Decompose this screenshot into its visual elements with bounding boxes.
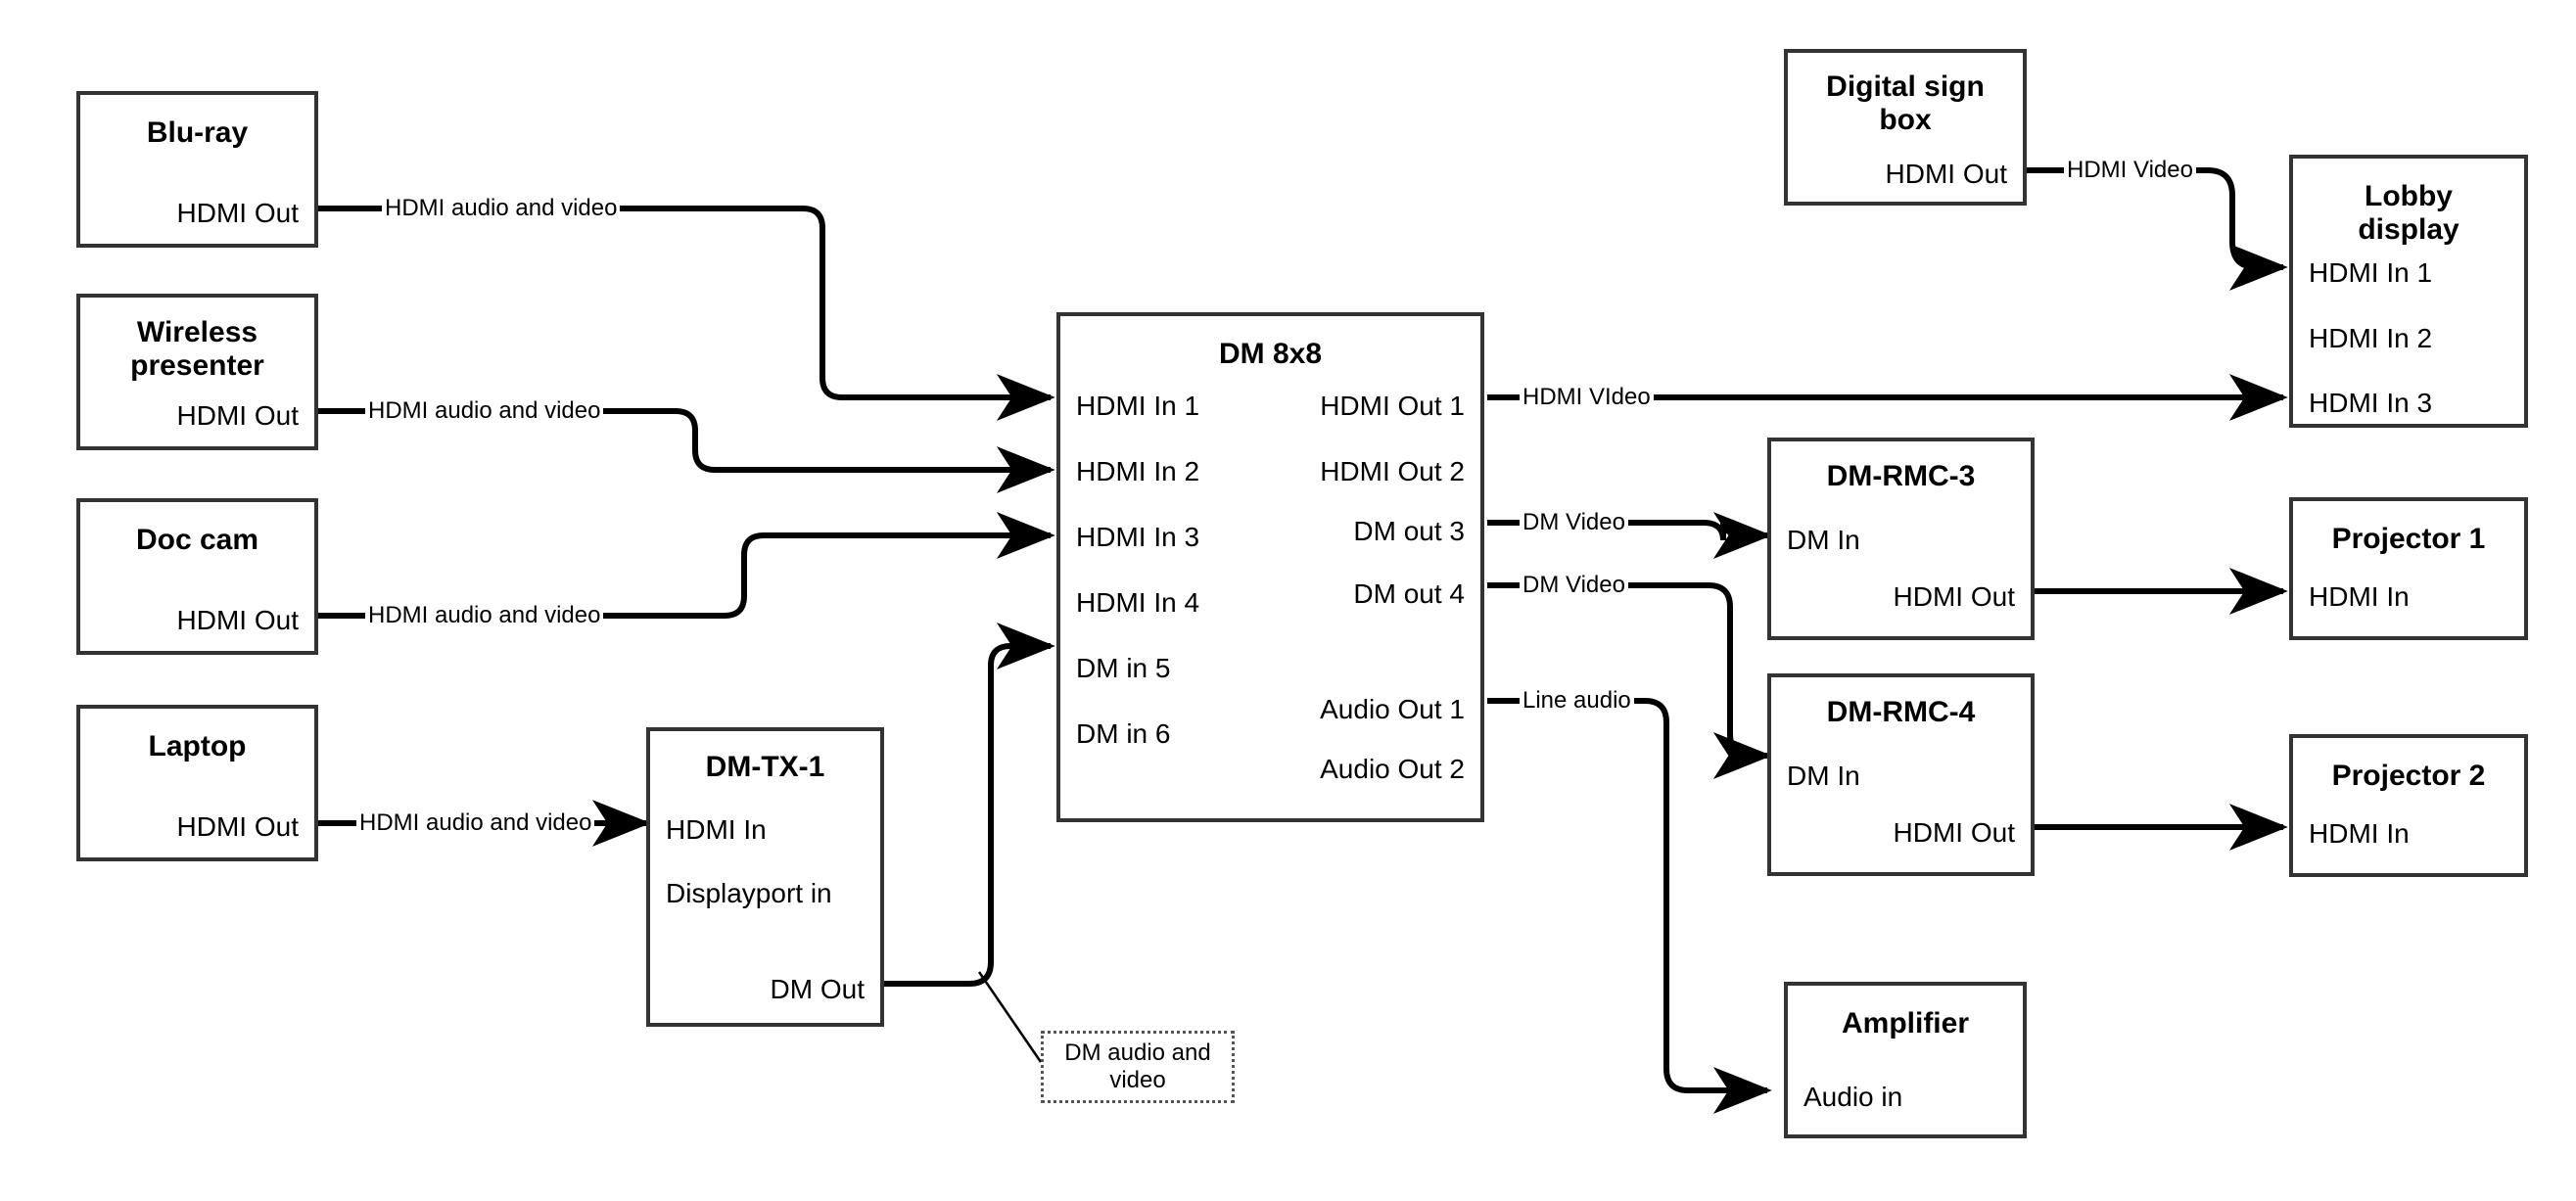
wire-label-laptop: HDMI audio and video <box>356 811 595 835</box>
wire-label-dm-out3: DM Video <box>1520 511 1628 534</box>
node-title-laptop: Laptop <box>148 730 247 762</box>
port-dm8x8-dm-in-6[interactable]: DM in 6 <box>1076 718 1171 749</box>
node-title-dm-rmc-3: DM-RMC-3 <box>1826 460 1976 492</box>
port-dmtx1-displayport-in[interactable]: Displayport in <box>666 878 832 908</box>
node-title-amplifier: Amplifier <box>1841 1007 1970 1039</box>
node-bluray[interactable]: Blu-ray HDMI Out <box>76 91 318 248</box>
node-title-bluray: Blu-ray <box>146 116 249 149</box>
port-dm8x8-hdmi-in-4[interactable]: HDMI In 4 <box>1076 587 1200 618</box>
node-dm-tx-1[interactable]: DM-TX-1 HDMI In Displayport in DM Out <box>646 727 884 1027</box>
node-title-dm-tx-1: DM-TX-1 <box>705 751 825 783</box>
port-dm8x8-audio-out-1[interactable]: Audio Out 1 <box>1320 694 1465 724</box>
port-projector1-hdmi-in[interactable]: HDMI In <box>2309 581 2410 612</box>
port-dmtx1-dm-out[interactable]: DM Out <box>770 974 865 1004</box>
node-dm-rmc-3[interactable]: DM-RMC-3 DM In HDMI Out <box>1767 438 2035 640</box>
port-amplifier-audio-in[interactable]: Audio in <box>1803 1082 1903 1112</box>
node-dm-8x8[interactable]: DM 8x8 HDMI In 1 HDMI In 2 HDMI In 3 HDM… <box>1056 312 1484 822</box>
wire-label-wireless: HDMI audio and video <box>365 399 604 423</box>
port-lobby-hdmi-in-3[interactable]: HDMI In 3 <box>2309 388 2433 418</box>
port-dm8x8-hdmi-out-1[interactable]: HDMI Out 1 <box>1320 391 1465 421</box>
port-lobby-hdmi-in-1[interactable]: HDMI In 1 <box>2309 257 2433 288</box>
node-title-wireless-presenter: Wireless presenter <box>130 316 264 382</box>
node-title-dm-8x8: DM 8x8 <box>1218 338 1323 370</box>
port-signbox-hdmi-out[interactable]: HDMI Out <box>1885 159 2007 189</box>
wire-label-dm-out4: DM Video <box>1520 574 1628 597</box>
port-laptop-hdmi-out[interactable]: HDMI Out <box>176 811 299 842</box>
wire-bluray-to-hdmi-in1 <box>318 206 1055 421</box>
node-title-digital-sign-box: Digital sign box <box>1826 70 1985 136</box>
port-projector2-hdmi-in[interactable]: HDMI In <box>2309 818 2410 849</box>
wire-note-leader <box>977 971 1043 1063</box>
port-doccam-hdmi-out[interactable]: HDMI Out <box>176 605 299 635</box>
node-title-dm-rmc-4: DM-RMC-4 <box>1826 696 1976 728</box>
node-projector-2[interactable]: Projector 2 HDMI In <box>2289 734 2528 877</box>
node-amplifier[interactable]: Amplifier Audio in <box>1784 982 2027 1138</box>
wire-dm-out4-to-rmc4 <box>1487 582 1772 779</box>
node-title-lobby-display: Lobby display <box>2358 180 2459 246</box>
port-lobby-hdmi-in-2[interactable]: HDMI In 2 <box>2309 323 2433 353</box>
node-wireless-presenter[interactable]: Wireless presenter HDMI Out <box>76 294 318 450</box>
node-projector-1[interactable]: Projector 1 HDMI In <box>2289 497 2528 640</box>
port-dm8x8-hdmi-in-2[interactable]: HDMI In 2 <box>1076 456 1200 486</box>
port-rmc4-hdmi-out[interactable]: HDMI Out <box>1893 817 2015 848</box>
note-dm-audio-and-video: DM audio and video <box>1041 1031 1235 1103</box>
wire-label-hdmi-out1: HDMI VIdeo <box>1520 386 1654 409</box>
port-wireless-hdmi-out[interactable]: HDMI Out <box>176 400 299 431</box>
node-digital-sign-box[interactable]: Digital sign box HDMI Out <box>1784 49 2027 206</box>
wire-label-audio-out1: Line audio <box>1520 689 1634 713</box>
node-title-doc-cam: Doc cam <box>135 524 259 556</box>
wire-label-bluray: HDMI audio and video <box>382 197 621 220</box>
node-doc-cam[interactable]: Doc cam HDMI Out <box>76 498 318 655</box>
port-dm8x8-hdmi-in-3[interactable]: HDMI In 3 <box>1076 522 1200 552</box>
port-dm8x8-audio-out-2[interactable]: Audio Out 2 <box>1320 754 1465 784</box>
port-rmc3-dm-in[interactable]: DM In <box>1787 525 1860 555</box>
port-rmc3-hdmi-out[interactable]: HDMI Out <box>1893 581 2015 612</box>
wire-label-signbox: HDMI Video <box>2064 159 2196 182</box>
port-dm8x8-dm-out-4[interactable]: DM out 4 <box>1353 578 1465 609</box>
wire-label-doccam: HDMI audio and video <box>365 604 604 627</box>
wire-audio-out1-to-amplifier <box>1487 698 1772 1114</box>
wire-dmtx1-to-dm-in5 <box>884 623 1055 987</box>
node-title-projector-2: Projector 2 <box>2331 760 2486 792</box>
port-dm8x8-dm-out-3[interactable]: DM out 3 <box>1353 516 1465 546</box>
port-bluray-hdmi-out[interactable]: HDMI Out <box>176 198 299 228</box>
node-dm-rmc-4[interactable]: DM-RMC-4 DM In HDMI Out <box>1767 673 2035 876</box>
port-dm8x8-hdmi-out-2[interactable]: HDMI Out 2 <box>1320 456 1465 486</box>
port-dm8x8-dm-in-5[interactable]: DM in 5 <box>1076 653 1171 683</box>
node-lobby-display[interactable]: Lobby display HDMI In 1 HDMI In 2 HDMI I… <box>2289 155 2528 428</box>
wire-signbox-to-lobby-in1 <box>2027 167 2288 291</box>
node-title-projector-1: Projector 1 <box>2331 523 2486 555</box>
port-dmtx1-hdmi-in[interactable]: HDMI In <box>666 814 767 845</box>
port-dm8x8-hdmi-in-1[interactable]: HDMI In 1 <box>1076 391 1200 421</box>
node-laptop[interactable]: Laptop HDMI Out <box>76 705 318 861</box>
port-rmc4-dm-in[interactable]: DM In <box>1787 761 1860 791</box>
